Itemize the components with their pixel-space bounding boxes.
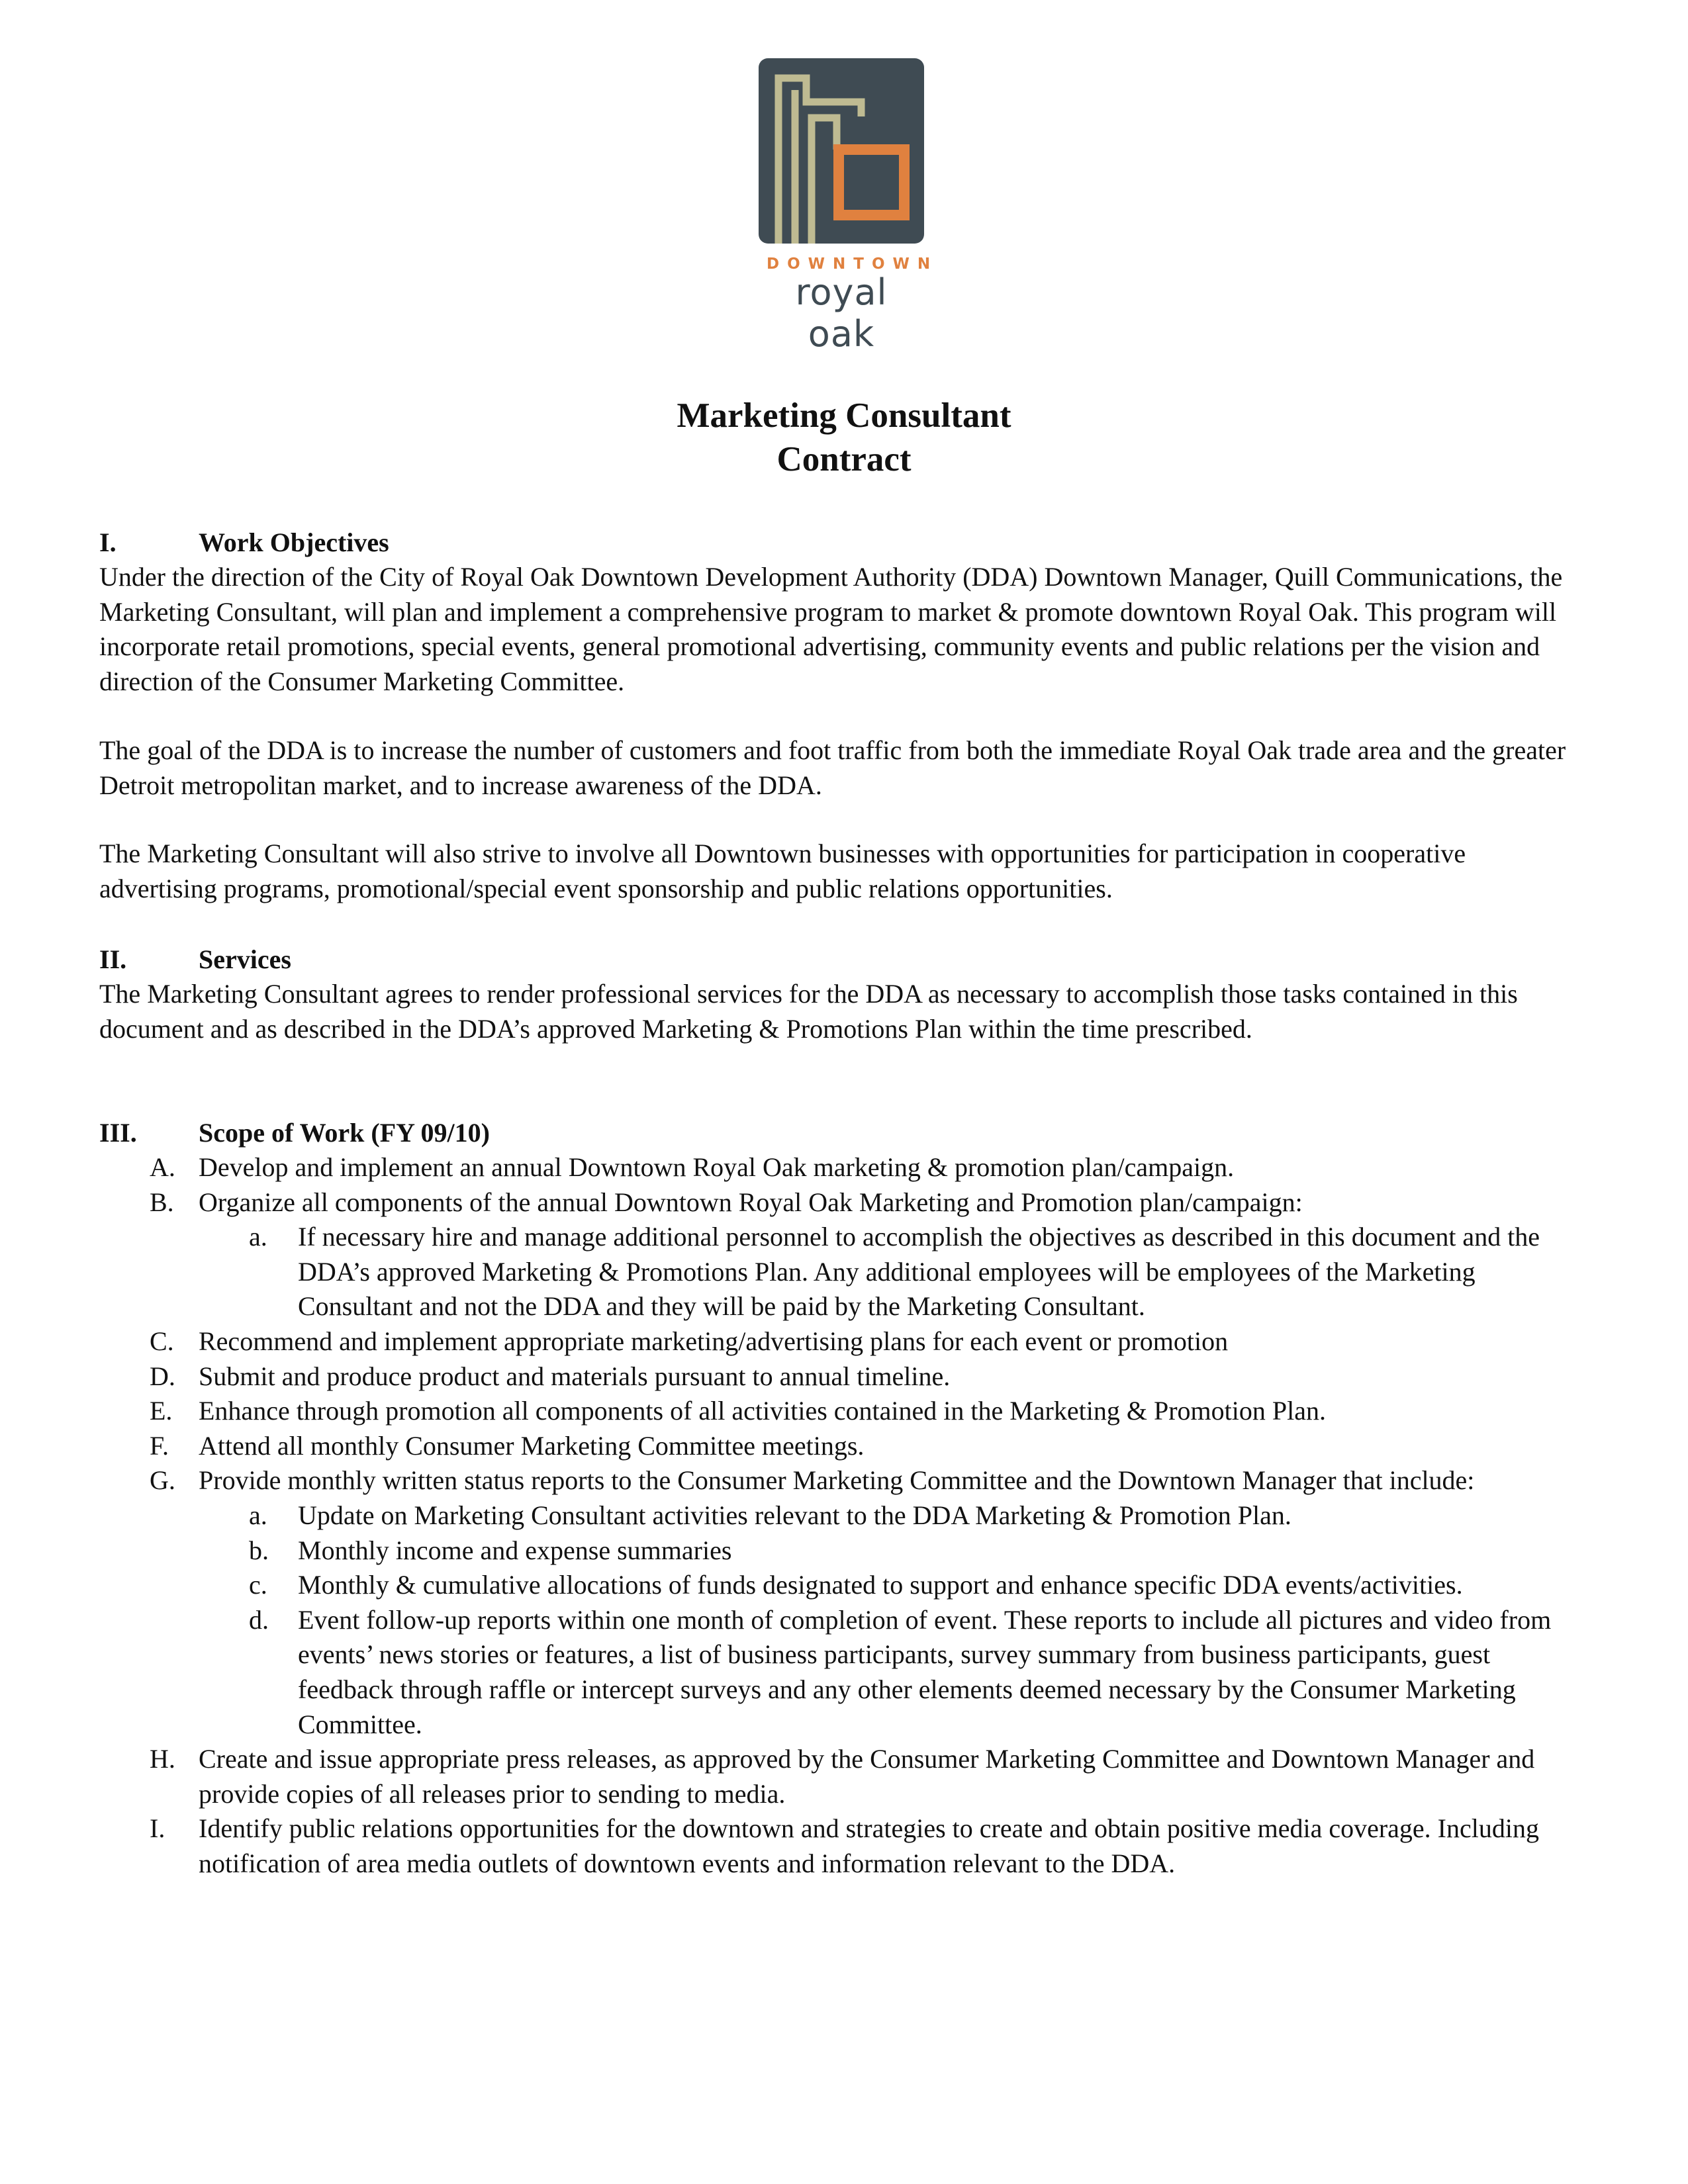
section-1-paragraph-1: Under the direction of the City of Royal…: [99, 560, 1589, 699]
list-marker: I.: [150, 1813, 165, 1844]
sub-item-g-d: d. Event follow-up reports within one mo…: [99, 1603, 1589, 1742]
section-2-paragraph: The Marketing Consultant agrees to rende…: [99, 977, 1589, 1046]
list-item-text: Develop and implement an annual Downtown…: [199, 1152, 1235, 1182]
list-marker: A.: [150, 1152, 175, 1182]
list-marker: D.: [150, 1361, 175, 1391]
scope-of-work-list: A. Develop and implement an annual Downt…: [99, 1150, 1589, 1881]
paragraph-text: The Marketing Consultant will also striv…: [99, 839, 1466, 903]
list-item-g: G. Provide monthly written status report…: [99, 1463, 1589, 1498]
list-item-c: C. Recommend and implement appropriate m…: [99, 1324, 1589, 1359]
section-1-heading: I. Work Objectives: [99, 525, 389, 560]
list-marker: C.: [150, 1326, 174, 1356]
list-item-text: Create and issue appropriate press relea…: [199, 1744, 1535, 1809]
section-3-heading: III. Scope of Work (FY 09/10): [99, 1116, 490, 1150]
section-1-paragraph-2: The goal of the DDA is to increase the n…: [99, 733, 1589, 803]
list-item-i: I. Identify public relations opportuniti…: [99, 1811, 1589, 1881]
list-marker: B.: [150, 1187, 174, 1217]
list-item-text: Submit and produce product and materials…: [199, 1361, 951, 1391]
ro-logo-mark-icon: [759, 58, 924, 244]
list-item-text: Enhance through promotion all components…: [199, 1396, 1326, 1426]
sub-item-g-a: a. Update on Marketing Consultant activi…: [99, 1498, 1589, 1533]
paragraph-text: The goal of the DDA is to increase the n…: [99, 735, 1566, 800]
section-2-number: II.: [99, 944, 127, 974]
section-1-paragraph-3: The Marketing Consultant will also striv…: [99, 837, 1589, 906]
section-3-title: Scope of Work (FY 09/10): [199, 1118, 490, 1148]
list-item-h: H. Create and issue appropriate press re…: [99, 1742, 1589, 1811]
list-item-b: B. Organize all components of the annual…: [99, 1185, 1589, 1220]
list-item-a: A. Develop and implement an annual Downt…: [99, 1150, 1589, 1185]
list-item-text: Provide monthly written status reports t…: [199, 1465, 1475, 1496]
section-2-title: Services: [199, 944, 291, 974]
sub-marker: b.: [249, 1535, 269, 1565]
sub-marker: c.: [249, 1570, 267, 1600]
sub-marker: a.: [249, 1222, 267, 1252]
document-title: Marketing Consultant Contract: [0, 394, 1688, 481]
list-marker: E.: [150, 1396, 173, 1426]
sub-item-text: If necessary hire and manage additional …: [298, 1222, 1540, 1322]
sub-item-text: Monthly income and expense summaries: [298, 1535, 732, 1565]
list-item-e: E. Enhance through promotion all compone…: [99, 1394, 1589, 1429]
section-2-heading: II. Services: [99, 942, 291, 977]
section-1-number: I.: [99, 527, 117, 557]
title-line-2: Contract: [776, 440, 912, 478]
sub-marker: a.: [249, 1500, 267, 1530]
list-item-text: Recommend and implement appropriate mark…: [199, 1326, 1229, 1356]
paragraph-text: Under the direction of the City of Royal…: [99, 562, 1563, 696]
list-item-text: Attend all monthly Consumer Marketing Co…: [199, 1430, 865, 1461]
sub-marker: d.: [249, 1604, 269, 1635]
sub-item-b-a: a. If necessary hire and manage addition…: [99, 1220, 1589, 1324]
logo-word-royal-oak: royal oak: [795, 271, 888, 355]
list-item-text: Identify public relations opportunities …: [199, 1813, 1539, 1878]
list-item-text: Organize all components of the annual Do…: [199, 1187, 1303, 1217]
list-marker: G.: [150, 1465, 175, 1496]
sub-item-text: Monthly & cumulative allocations of fund…: [298, 1570, 1463, 1600]
list-marker: F.: [150, 1430, 169, 1461]
paragraph-text: The Marketing Consultant agrees to rende…: [99, 979, 1518, 1044]
sub-item-text: Event follow-up reports within one month…: [298, 1604, 1552, 1739]
list-item-f: F. Attend all monthly Consumer Marketing…: [99, 1429, 1589, 1464]
sub-item-text: Update on Marketing Consultant activitie…: [298, 1500, 1291, 1530]
downtown-royal-oak-logo: DOWNTOWN royal oak: [759, 58, 939, 355]
section-3-number: III.: [99, 1118, 137, 1148]
title-line-1: Marketing Consultant: [677, 396, 1011, 435]
list-marker: H.: [150, 1744, 175, 1774]
logo-word-downtown: DOWNTOWN: [767, 255, 939, 273]
list-item-d: D. Submit and produce product and materi…: [99, 1359, 1589, 1394]
sub-item-g-c: c. Monthly & cumulative allocations of f…: [99, 1568, 1589, 1603]
sub-item-g-b: b. Monthly income and expense summaries: [99, 1533, 1589, 1569]
section-1-title: Work Objectives: [199, 527, 389, 557]
